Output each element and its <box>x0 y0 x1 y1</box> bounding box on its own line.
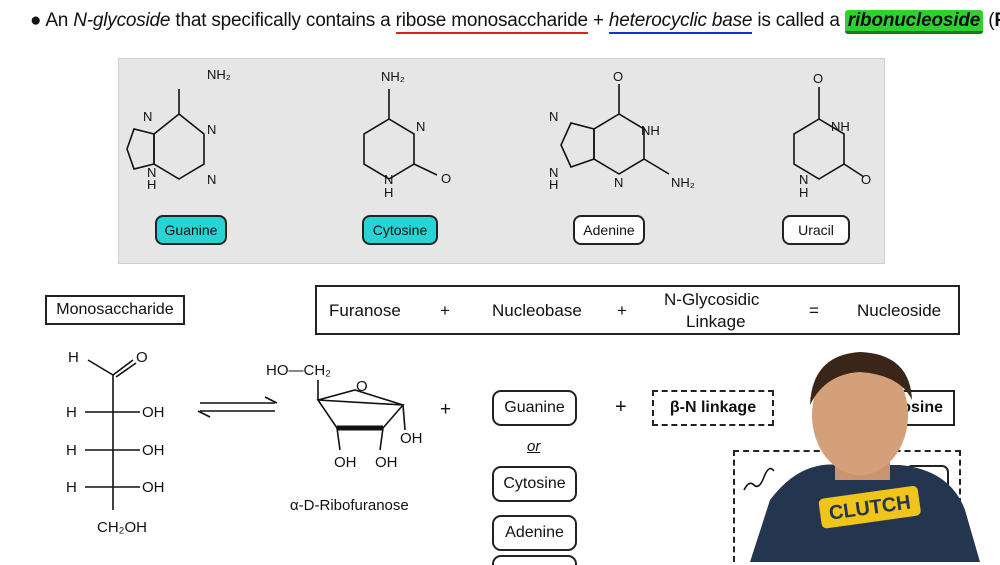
atom-label: O <box>136 349 148 366</box>
equation-box: Furanose + Nucleobase + N-Glycosidic Lin… <box>315 285 960 335</box>
presenter-face <box>812 355 908 475</box>
atom-label: H <box>66 479 77 496</box>
atom-label: O <box>613 69 623 84</box>
nucleoside-term: Nucleoside <box>857 301 942 320</box>
base-underline: heterocyclic base <box>608 10 753 34</box>
imidazole-ring-1 <box>126 128 155 170</box>
imidazole-ring-2 <box>560 122 595 168</box>
atom-label: OH <box>142 442 165 459</box>
atom-label: N <box>384 172 393 187</box>
atom-label: N <box>416 119 425 134</box>
atom-label: NH₂ <box>671 175 695 190</box>
atom-label: N <box>207 122 216 137</box>
atom-label: OH <box>400 430 423 447</box>
plus-sign: + <box>615 396 627 418</box>
nucleobase-panel: NH₂ N N N N H NH₂ N N H O O NH N N N H N… <box>118 58 885 264</box>
monosaccharide-label: Monosaccharide <box>45 295 185 325</box>
equals-sign: = <box>809 301 819 320</box>
presenter-hair <box>810 352 912 405</box>
guanine-button[interactable]: Guanine <box>155 215 227 245</box>
atom-label: H <box>549 177 558 192</box>
atom-label: H <box>66 442 77 459</box>
atom-label: OH <box>334 454 357 471</box>
glycosidic-term-line1: N-Glycosidic <box>664 290 760 309</box>
plus-sign: + <box>440 399 451 420</box>
glycosidic-term-line2: Linkage <box>686 312 746 331</box>
atom-label: N <box>614 175 623 190</box>
ribose-underline: ribose monosaccharide <box>395 10 588 34</box>
guanine-option[interactable]: Guanine <box>492 390 577 426</box>
ribonucleoside-highlight: ribonucleoside <box>844 10 984 34</box>
ribofuranose-name: α-D-Ribofuranose <box>290 497 409 514</box>
uracil-button[interactable]: Uracil <box>782 215 850 245</box>
ribose-structures: H O H OH H OH H OH CH₂OH HO—CH₂ O OH OH … <box>66 349 451 536</box>
atom-label: H <box>147 177 156 192</box>
plus-sign: + <box>617 301 627 320</box>
atom-label: O <box>356 378 368 395</box>
furanose-term: Furanose <box>329 301 401 320</box>
beta-n-linkage-label: β-N linkage <box>669 399 757 416</box>
atom-label: H <box>799 185 808 200</box>
purine-ring-1 <box>153 112 205 180</box>
atom-label: NH <box>831 119 850 134</box>
atom-label: H <box>68 349 79 366</box>
headline: ● An N-glycoside that specifically conta… <box>30 10 1000 34</box>
atom-label: N <box>147 165 156 180</box>
atom-label: CH₂OH <box>97 519 147 536</box>
adenine-button[interactable]: Adenine <box>573 215 645 245</box>
adenine-option[interactable]: Adenine <box>492 515 577 551</box>
atom-label: HO—CH₂ <box>266 362 331 379</box>
plus-sign: + <box>440 301 450 320</box>
atom-label: NH₂ <box>381 69 405 84</box>
logo-badge <box>818 485 921 529</box>
bullet: ● <box>30 10 42 31</box>
presenter-image: CLUTCH <box>750 352 980 562</box>
atom-label: NH₂ <box>207 67 231 82</box>
pyrimidine-ring-uracil <box>793 118 845 180</box>
atom-label: OH <box>142 479 165 496</box>
or-label: or <box>527 438 541 455</box>
pyrimidine-ring-cytosine <box>363 118 415 180</box>
beta-n-linkage-box: β-N linkage <box>652 390 774 426</box>
atom-label: H <box>66 404 77 421</box>
atom-label: NH <box>641 123 660 138</box>
purine-ring-2 <box>593 113 645 175</box>
cytosine-button[interactable]: Cytosine <box>362 215 438 245</box>
atom-label: N <box>549 165 558 180</box>
atom-label: N <box>207 172 216 187</box>
atom-label: O <box>813 71 823 86</box>
nucleobase-term: Nucleobase <box>492 301 582 320</box>
atom-label: O <box>861 172 871 187</box>
atom-label: N <box>549 109 558 124</box>
atom-label: O <box>441 171 451 186</box>
nucleobase-structures: NH₂ N N N N H NH₂ N N H O O NH N N N H N… <box>126 67 871 200</box>
wavy-bond-icon <box>743 467 775 491</box>
cytosine-option[interactable]: Cytosine <box>492 466 577 502</box>
atom-label: OH <box>375 454 398 471</box>
atom-label: N <box>799 172 808 187</box>
atom-label: N <box>143 109 152 124</box>
cutoff-option <box>492 555 577 565</box>
atom-label: OH <box>142 404 165 421</box>
atom-label: H <box>384 185 393 200</box>
